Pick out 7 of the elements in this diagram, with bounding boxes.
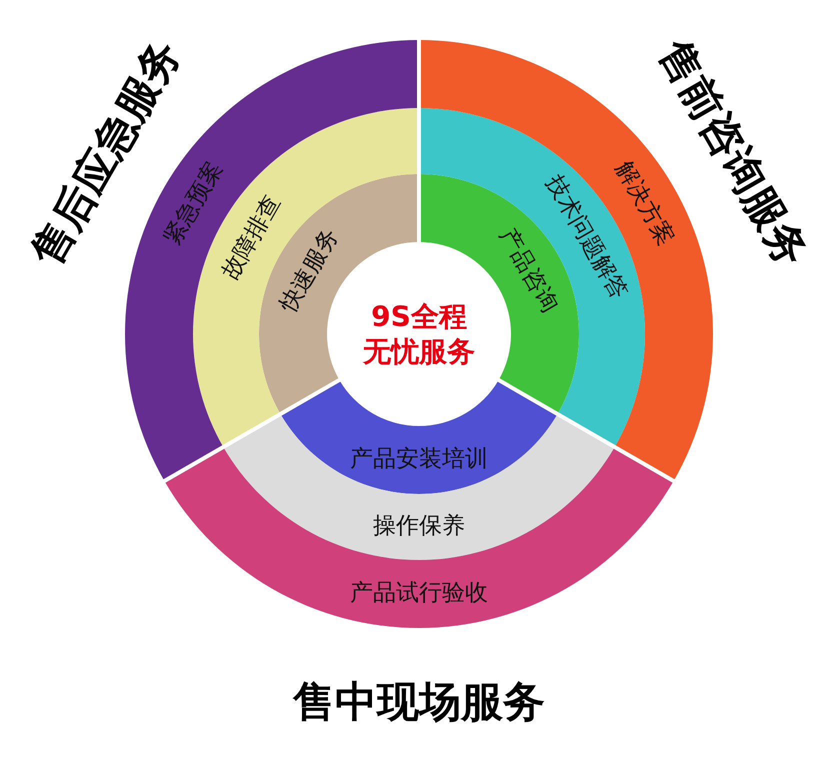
segment-label: 产品安装培训 xyxy=(350,446,488,474)
segment-label: 操作保养 xyxy=(373,513,465,541)
sector-title: 售中现场服务 xyxy=(293,677,545,728)
segment-label: 产品咨询 xyxy=(493,224,564,318)
segment-label: 产品试行验收 xyxy=(350,580,488,608)
segment-label: 解决方案 xyxy=(609,157,680,251)
center-title: 9S全程无忧服务 xyxy=(362,299,476,369)
